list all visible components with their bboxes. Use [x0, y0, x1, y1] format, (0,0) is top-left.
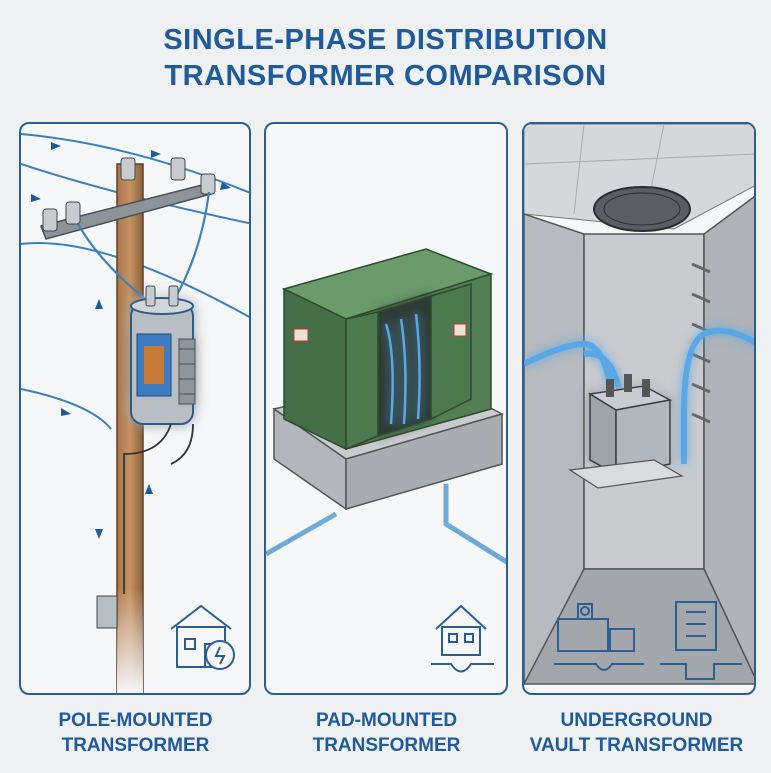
panel-underground-vault — [522, 122, 756, 695]
panel-pole-mounted — [19, 122, 251, 695]
vault-transformer — [587, 385, 673, 476]
house-meter-icon — [170, 604, 235, 670]
caption-line-1: UNDERGROUND — [560, 710, 713, 731]
flow-arrows — [31, 142, 231, 539]
vault-wall-right — [703, 196, 754, 678]
meter-base — [96, 595, 118, 629]
house-icon — [431, 604, 494, 673]
ladder-rungs — [691, 262, 711, 424]
caption-underground-vault: UNDERGROUND VAULT TRANSFORMER — [514, 708, 759, 758]
underground-vault-illustration — [524, 124, 754, 685]
panel-pad-mounted — [264, 122, 508, 695]
caption-line-2: TRANSFORMER — [61, 735, 210, 756]
insulators — [42, 157, 216, 232]
building-icons — [554, 601, 742, 680]
caption-line-1: PAD-MOUNTED — [315, 710, 458, 731]
pad-mounted-illustration — [266, 248, 506, 673]
underground-conduits — [266, 484, 506, 565]
vault-floor — [524, 568, 754, 685]
pole-transformer — [130, 297, 196, 425]
manhole-cover — [593, 186, 691, 232]
caption-pad-mounted: PAD-MOUNTED TRANSFORMER — [264, 708, 509, 758]
title-line-2: TRANSFORMER COMPARISON — [164, 60, 607, 92]
diagram-title: SINGLE-PHASE DISTRIBUTION TRANSFORMER CO… — [0, 22, 771, 94]
warning-label — [293, 328, 309, 342]
caption-line-2: TRANSFORMER — [312, 735, 461, 756]
caption-line-2: VAULT TRANSFORMER — [529, 735, 744, 756]
title-line-1: SINGLE-PHASE DISTRIBUTION — [163, 24, 608, 56]
caption-pole-mounted: POLE-MOUNTED TRANSFORMER — [13, 708, 258, 758]
caption-line-1: POLE-MOUNTED — [58, 710, 213, 731]
pole-mounted-illustration — [21, 133, 249, 693]
